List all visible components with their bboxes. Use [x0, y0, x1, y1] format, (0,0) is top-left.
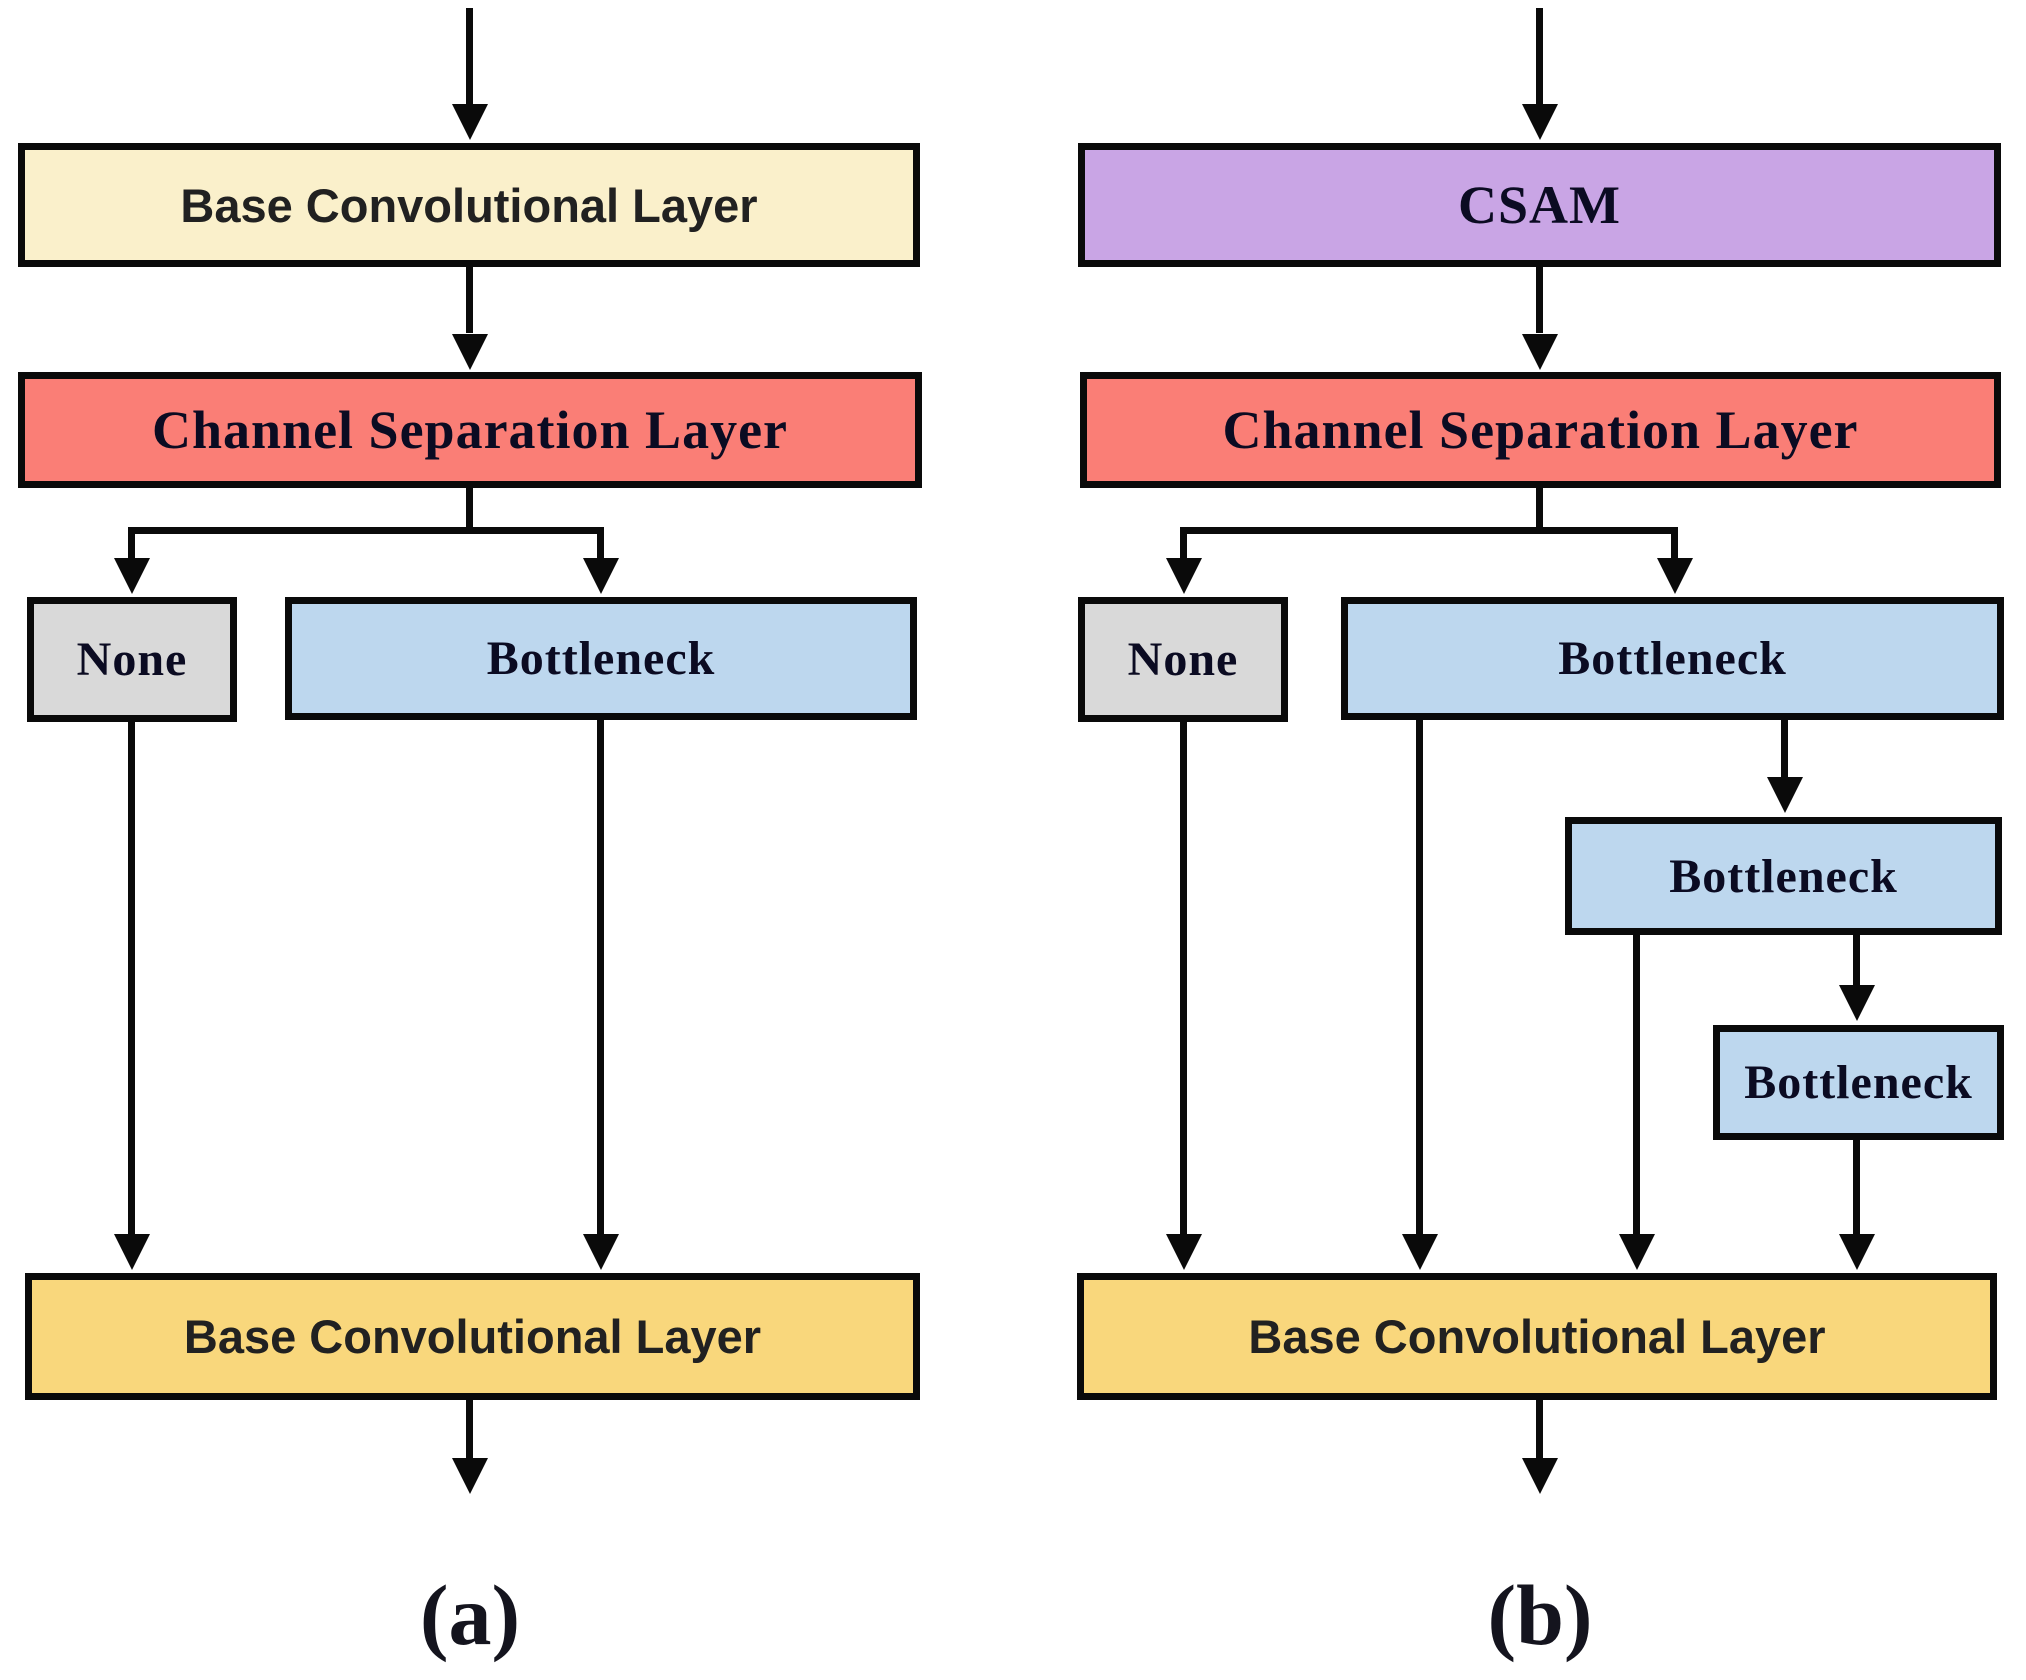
node-bottleneck3-b: Bottleneck — [1713, 1025, 2004, 1140]
arrow-input-b — [1536, 8, 1543, 106]
arrow-b-to-bottleneck1 — [1671, 527, 1678, 561]
node-bottleneck-a: Bottleneck — [285, 597, 917, 720]
arrow-input-a — [466, 8, 473, 106]
arrowhead-b-bottleneck1-to-base — [1402, 1234, 1438, 1270]
arrowhead-b-bottleneck2-to-bottleneck3 — [1839, 985, 1875, 1021]
arrowhead-b-bottleneck1-to-bottleneck2 — [1767, 777, 1803, 813]
arrow-b-bottleneck2-to-bottleneck3 — [1853, 935, 1860, 987]
node-base-conv-top-a: Base Convolutional Layer — [18, 143, 920, 267]
arrow-b-bottleneck1-to-bottleneck2 — [1781, 720, 1788, 779]
panel-b-caption: (b) — [1487, 1567, 1593, 1663]
arrowhead-input-a — [452, 104, 488, 140]
node-csam-b: CSAM — [1078, 143, 2001, 267]
branch-line-a — [128, 527, 604, 534]
arrowhead-a-to-bottleneck — [583, 558, 619, 594]
arrowhead-b-bottleneck2-to-base — [1619, 1234, 1655, 1270]
arrow-b-bottleneck3-to-base — [1853, 1140, 1860, 1234]
arrowhead-a-none-to-base — [114, 1234, 150, 1270]
node-channel-separation-b: Channel Separation Layer — [1080, 372, 2001, 488]
arrow-b-bottleneck1-to-base — [1416, 720, 1423, 1234]
arrowhead-b-to-bottleneck1 — [1657, 558, 1693, 594]
arrowhead-a-bottleneck-to-base — [583, 1234, 619, 1270]
arrowhead-output-b — [1522, 1458, 1558, 1494]
arrow-b-csam-to-sep — [1536, 267, 1543, 333]
node-none-b: None — [1078, 597, 1288, 722]
arrow-b-to-none — [1180, 527, 1187, 561]
arrow-a-to-bottleneck — [597, 527, 604, 561]
arrowhead-b-csam-to-sep — [1522, 334, 1558, 370]
arrowhead-a-to-none — [114, 558, 150, 594]
arrow-a-none-to-base — [128, 722, 135, 1234]
arrow-a-to-none — [128, 527, 135, 561]
arrow-b-bottleneck2-to-base — [1633, 935, 1640, 1234]
node-bottleneck2-b: Bottleneck — [1565, 817, 2002, 935]
node-channel-separation-a: Channel Separation Layer — [18, 372, 922, 488]
panel-a-caption: (a) — [419, 1567, 521, 1663]
arrowhead-b-bottleneck3-to-base — [1839, 1234, 1875, 1270]
arrowhead-a-conv-to-sep — [452, 334, 488, 370]
arrowhead-b-to-none — [1166, 558, 1202, 594]
node-base-conv-bottom-b: Base Convolutional Layer — [1077, 1273, 1997, 1400]
arrow-b-none-to-base — [1180, 722, 1187, 1234]
arrow-a-bottleneck-to-base — [597, 720, 604, 1234]
node-none-a: None — [27, 597, 237, 722]
node-bottleneck1-b: Bottleneck — [1341, 597, 2004, 720]
arrow-output-a — [466, 1400, 473, 1460]
branch-line-b — [1180, 527, 1678, 534]
arrow-a-conv-to-sep — [466, 267, 473, 333]
arrowhead-output-a — [452, 1458, 488, 1494]
node-base-conv-bottom-a: Base Convolutional Layer — [25, 1273, 920, 1400]
branch-stub-a — [466, 488, 473, 534]
arrow-output-b — [1536, 1400, 1543, 1460]
arrowhead-b-none-to-base — [1166, 1234, 1202, 1270]
branch-stub-b — [1536, 488, 1543, 534]
arrowhead-input-b — [1522, 104, 1558, 140]
